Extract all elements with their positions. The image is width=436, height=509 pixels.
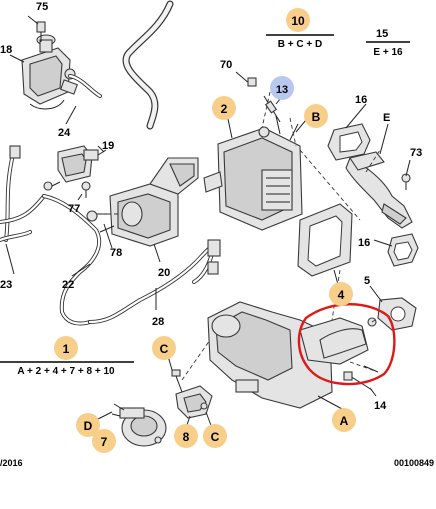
label-24: 24 <box>58 127 71 139</box>
part-number-labels: 75 18 24 19 77 78 20 22 23 28 70 16 E 73… <box>0 1 422 412</box>
badge-A: A <box>332 408 356 432</box>
formulas: 15 B + C + D E + 16 A + 2 + 4 + 7 + 8 + … <box>17 28 403 377</box>
label-16-top: 16 <box>355 94 367 106</box>
badge-A-label: A <box>340 414 349 428</box>
badge-1-label: 1 <box>63 342 70 356</box>
assembly-dash-lines <box>102 91 381 381</box>
label-19: 19 <box>102 140 114 152</box>
cooler-gasket <box>297 203 353 277</box>
label-18: 18 <box>0 44 12 56</box>
badge-4-label: 4 <box>338 288 345 302</box>
label-16-lower: 16 <box>358 237 370 249</box>
bracket-8 <box>171 369 213 419</box>
outlet-pipe-E <box>327 123 419 267</box>
badge-13-label: 13 <box>276 84 288 96</box>
badge-D-label: D <box>84 419 93 433</box>
line-art <box>0 0 419 447</box>
label-14: 14 <box>374 400 387 412</box>
badge-2-label: 2 <box>221 102 228 116</box>
label-70: 70 <box>220 59 232 71</box>
formula-bars <box>0 34 410 363</box>
coolant-hose-top <box>122 0 174 130</box>
label-23: 23 <box>0 279 12 291</box>
leader-lines <box>5 15 411 429</box>
footer: /2016 00100849 <box>0 458 434 468</box>
label-75: 75 <box>36 1 48 13</box>
studs-70-13 <box>235 71 299 141</box>
badge-7: 7 <box>92 429 116 453</box>
label-28: 28 <box>152 316 164 328</box>
vacuum-solenoid-18 <box>21 34 76 110</box>
badge-13: 13 <box>270 76 294 100</box>
badge-C-lower-label: C <box>211 430 220 444</box>
badge-4: 4 <box>329 282 353 306</box>
label-73: 73 <box>410 147 422 159</box>
footer-date: /2016 <box>0 458 23 468</box>
badge-8-label: 8 <box>183 430 190 444</box>
pressure-sensor-19 <box>43 145 107 198</box>
formula-15: E + 16 <box>373 47 403 58</box>
formula-1: A + 2 + 4 + 7 + 8 + 10 <box>17 366 115 377</box>
highlight-outline <box>297 303 396 386</box>
label-22: 22 <box>62 279 74 291</box>
wiring-harness-left <box>0 145 46 242</box>
badge-C-upper: C <box>152 336 176 360</box>
badge-C-lower: C <box>203 424 227 448</box>
badge-D: D <box>76 413 100 437</box>
label-77: 77 <box>68 203 80 215</box>
formula-10: B + C + D <box>278 39 322 50</box>
badge-10-label: 10 <box>291 14 305 28</box>
egr-valve-20 <box>86 157 199 247</box>
hose-24 <box>60 74 102 98</box>
badge-2: 2 <box>212 96 236 120</box>
badge-B-label: B <box>312 110 321 124</box>
actuator-7 <box>111 403 167 447</box>
badge-C-upper-label: C <box>160 342 169 356</box>
badge-B: B <box>304 104 328 128</box>
label-20: 20 <box>158 267 170 279</box>
badges: 10 2 13 B 4 1 C D <box>54 8 356 453</box>
footer-reference: 00100849 <box>394 458 434 468</box>
wiring-28 <box>88 239 221 324</box>
label-5: 5 <box>364 275 370 287</box>
badge-7-label: 7 <box>101 435 108 449</box>
label-78: 78 <box>110 247 122 259</box>
lower-egr-module <box>207 301 379 409</box>
egr-cooler-2 <box>203 126 303 231</box>
label-E: E <box>383 112 390 124</box>
badge-15-label: 15 <box>376 28 388 40</box>
badge-8: 8 <box>174 424 198 448</box>
screw-75 <box>36 21 46 42</box>
badge-1: 1 <box>54 336 78 360</box>
flange-5 <box>367 297 417 331</box>
wiring-22 <box>42 194 102 326</box>
badge-10: 10 <box>286 8 310 32</box>
